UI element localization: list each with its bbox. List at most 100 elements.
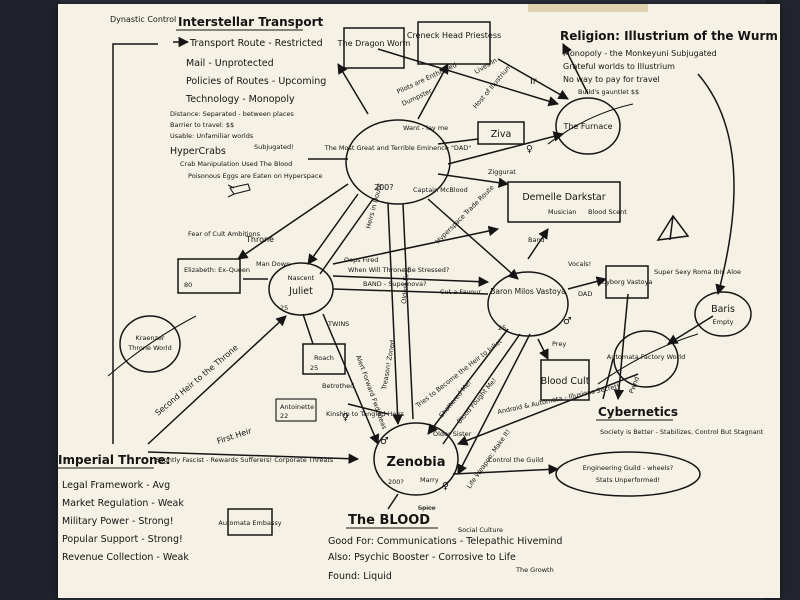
engineering-section: Engineering Guild - wheels? Stats Unperf…: [555, 451, 701, 497]
cyborg-node: Cyborg Vastoya Super Sexy Roma Ibis Aloe: [602, 265, 741, 299]
edge-juliet-baron: [332, 275, 490, 287]
edge-baron-zenobia-3: [457, 333, 531, 475]
edge-emperor-juliet: [307, 193, 359, 265]
edge-automata-cybernetics: [602, 358, 614, 400]
roach-node: Roach 25 Betrothed: [302, 343, 354, 390]
spaceship-doodle: [227, 183, 251, 198]
edge-dragon-furnace: [377, 48, 560, 107]
zenobia-circle: [373, 422, 459, 496]
furnace-label: The Furnace: [562, 122, 612, 131]
edge-label-treason: Treason! Zoned: [380, 339, 397, 391]
religion-item-1: Grateful worlds to Illustrium: [563, 62, 675, 71]
antoinette-label: Antoinette: [280, 403, 314, 411]
kraenzer-node: Kraenzer Throne World: [107, 315, 197, 377]
dragon-worm-node: The Dragon Worm: [337, 27, 411, 69]
edge-label-kinship: Kinship to Tangled Heirs: [326, 410, 405, 418]
cyborg-label: Cyborg Vastoya: [602, 278, 653, 286]
zenobia-age: 200?: [388, 478, 404, 486]
edge-juliet-demelle: [332, 225, 500, 265]
concept-map: Interstellar Transport Dynastic Control …: [58, 15, 778, 582]
edge-baron-zenobia: [427, 328, 509, 435]
edge-dynastic-control: [112, 43, 158, 444]
automata-world-node: Automata Factory World: [597, 330, 699, 388]
zenobia-marry: Marry: [420, 476, 439, 484]
edge-emperor-zenobia: [387, 203, 403, 426]
edge-label-heirs: Heirs in Doubt: [364, 182, 384, 230]
elizabeth-label: Elizabeth: Ex-Queen: [184, 266, 250, 274]
blood-cult-label: Blood Cult: [541, 376, 590, 387]
edge-baris-automata: [667, 315, 714, 345]
juliet-circle: [268, 262, 334, 316]
demelle-sub: Blood Scent: [588, 208, 627, 216]
edge-religion-baris: [697, 73, 735, 296]
ziva-box: [477, 121, 525, 145]
transport-item-3: Technology - Monopoly: [185, 94, 295, 105]
automata-world-ring: [597, 333, 699, 385]
blood-title: The BLOOD: [348, 513, 430, 528]
cybernetics-note: Society is Better - Stabilizes, Control …: [600, 428, 764, 436]
edge-label-oops: Oops Fired: [344, 256, 378, 264]
edge-automata-zenobia: [457, 373, 639, 446]
religion-title: Religion: Illustrium of the Wurm: [560, 29, 778, 43]
blood-good-for: Good For: Communications - Telepathic Hi…: [328, 536, 562, 547]
edge-label-band-death: Band: [528, 236, 545, 244]
edge-label-when-throne: When Will Throne Be Stressed?: [348, 266, 449, 274]
juliet-label: Juliet: [288, 286, 313, 297]
edge-label-prey: Prey: [552, 340, 566, 348]
edge-baron-cult: [537, 338, 549, 360]
edge-emperor-zenobia-2: [402, 203, 414, 420]
edge-label-vocals: Vocals!: [568, 260, 591, 268]
throne-item-2: Military Power - Strong!: [62, 516, 174, 527]
emperor-age: 200?: [374, 183, 394, 192]
emperor-node: The Most Great and Terrible Eminence "DA…: [324, 119, 471, 205]
edge-label-dad: DAD: [578, 290, 592, 298]
transport-item-7: HyperCrabs: [170, 146, 226, 157]
furnace-node: The Furnace: [547, 97, 634, 155]
baron-circle: [487, 271, 569, 337]
edge-emperor-furnace: [447, 131, 565, 165]
cyborg-box: [605, 265, 649, 299]
demelle-node: Demelle Darkstar Musician Blood Scent: [507, 181, 627, 223]
blood-culture: Social Culture: [458, 526, 503, 534]
edge-label-control: Control the Guild: [488, 456, 543, 464]
automata-embassy-label: Automata Embassy: [218, 519, 281, 527]
zenobia-male-icon: ♂: [380, 436, 389, 447]
ziva-label: Ziva: [491, 129, 512, 140]
antoinette-node: Antoinette 22 ♀: [275, 398, 349, 423]
transport-title: Interstellar Transport: [178, 15, 324, 29]
edge-label-band: BAND - Supernova?: [363, 280, 427, 288]
edge-baron-demelle: [527, 228, 549, 260]
automata-embassy-box: [227, 508, 273, 536]
throne-title: Imperial Throne:: [58, 453, 171, 467]
edge-emperor-demelle: [437, 173, 510, 188]
kraenzer-circle: [119, 315, 181, 373]
throne-item-1: Market Regulation - Weak: [62, 498, 184, 509]
juliet-note: Nascent: [288, 274, 315, 282]
roach-label: Roach: [314, 354, 334, 362]
pyramid-icon: [656, 214, 690, 241]
roach-age: 25: [310, 364, 318, 372]
dragon-worm-box: [343, 27, 405, 69]
baron-gender-icon: ♂: [563, 316, 572, 327]
edge-label-want: Want - lay me: [403, 124, 448, 132]
edge-emperor-baron: [427, 198, 519, 280]
antoinette-gender-icon: ♀: [342, 412, 349, 423]
engineering-title: Engineering Guild - wheels?: [583, 464, 674, 472]
religion-item-2: No way to pay for travel: [563, 75, 660, 84]
zenobia-note: Older Sister: [433, 430, 472, 438]
edge-label-ir: Ir: [530, 76, 537, 87]
zenobia-gender-icon: ♀: [442, 481, 449, 492]
zenobia-node: Older Sister Zenobia 200? Marry ♀ ♂: [373, 422, 472, 496]
elizabeth-box: [177, 258, 241, 294]
edge-label-second-heir: Second Heir to the Throne: [154, 343, 240, 418]
throne-item-4: Revenue Collection - Weak: [62, 552, 189, 563]
automata-world-label: Automata Factory World: [607, 353, 685, 361]
ziva-node: Ziva ♀: [477, 121, 533, 155]
edge-label-ziggurat: Ziggurat: [488, 168, 516, 176]
demelle-box: [507, 181, 621, 223]
antoinette-age: 22: [280, 412, 288, 420]
baron-label: Baron Milos Vastoya: [490, 287, 566, 296]
religion-section: Religion: Illustrium of the Wurm Monopol…: [560, 29, 778, 96]
antoinette-box: [275, 398, 317, 422]
baris-label: Baris: [711, 304, 735, 315]
